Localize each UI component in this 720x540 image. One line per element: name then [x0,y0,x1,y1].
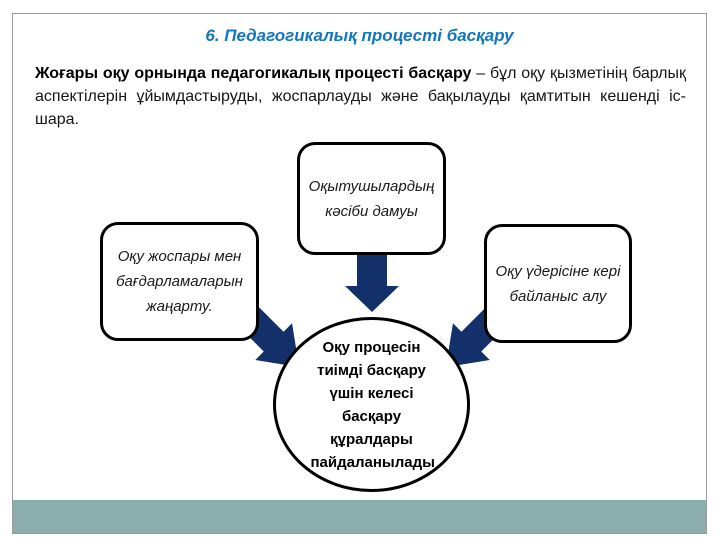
ellipse-management-tools: Оқу процесін тиімді басқару үшін келесі … [273,317,470,492]
ellipse-management-tools-label: Оқу процесін тиімді басқару үшін келесі … [310,338,435,471]
slide-title: 6. Педагогикалық процесті басқару [205,26,514,45]
box-feedback: Оқу үдерісіне кері байланыс алу [484,224,632,343]
intro-paragraph: Жоғары оқу орнында педагогикалық процест… [35,62,686,131]
box-teacher-development: Оқытушылардың кәсіби дамуы [297,142,446,255]
box-curriculum-update: Оқу жоспары мен бағдарламаларын жаңарту. [100,222,259,341]
box-feedback-label: Оқу үдерісіне кері байланыс алу [495,262,621,305]
footer-bar [13,500,706,533]
box-curriculum-update-label: Оқу жоспары мен бағдарламаларын жаңарту. [116,248,243,315]
intro-paragraph-bold: Жоғары оқу орнында педагогикалық процест… [35,65,472,82]
down-arrow-icon [345,255,399,312]
intro-paragraph-rest: – бұл оқу қызметінің барлық аспектілерін… [35,65,686,128]
box-teacher-development-label: Оқытушылардың кәсіби дамуы [308,177,435,220]
